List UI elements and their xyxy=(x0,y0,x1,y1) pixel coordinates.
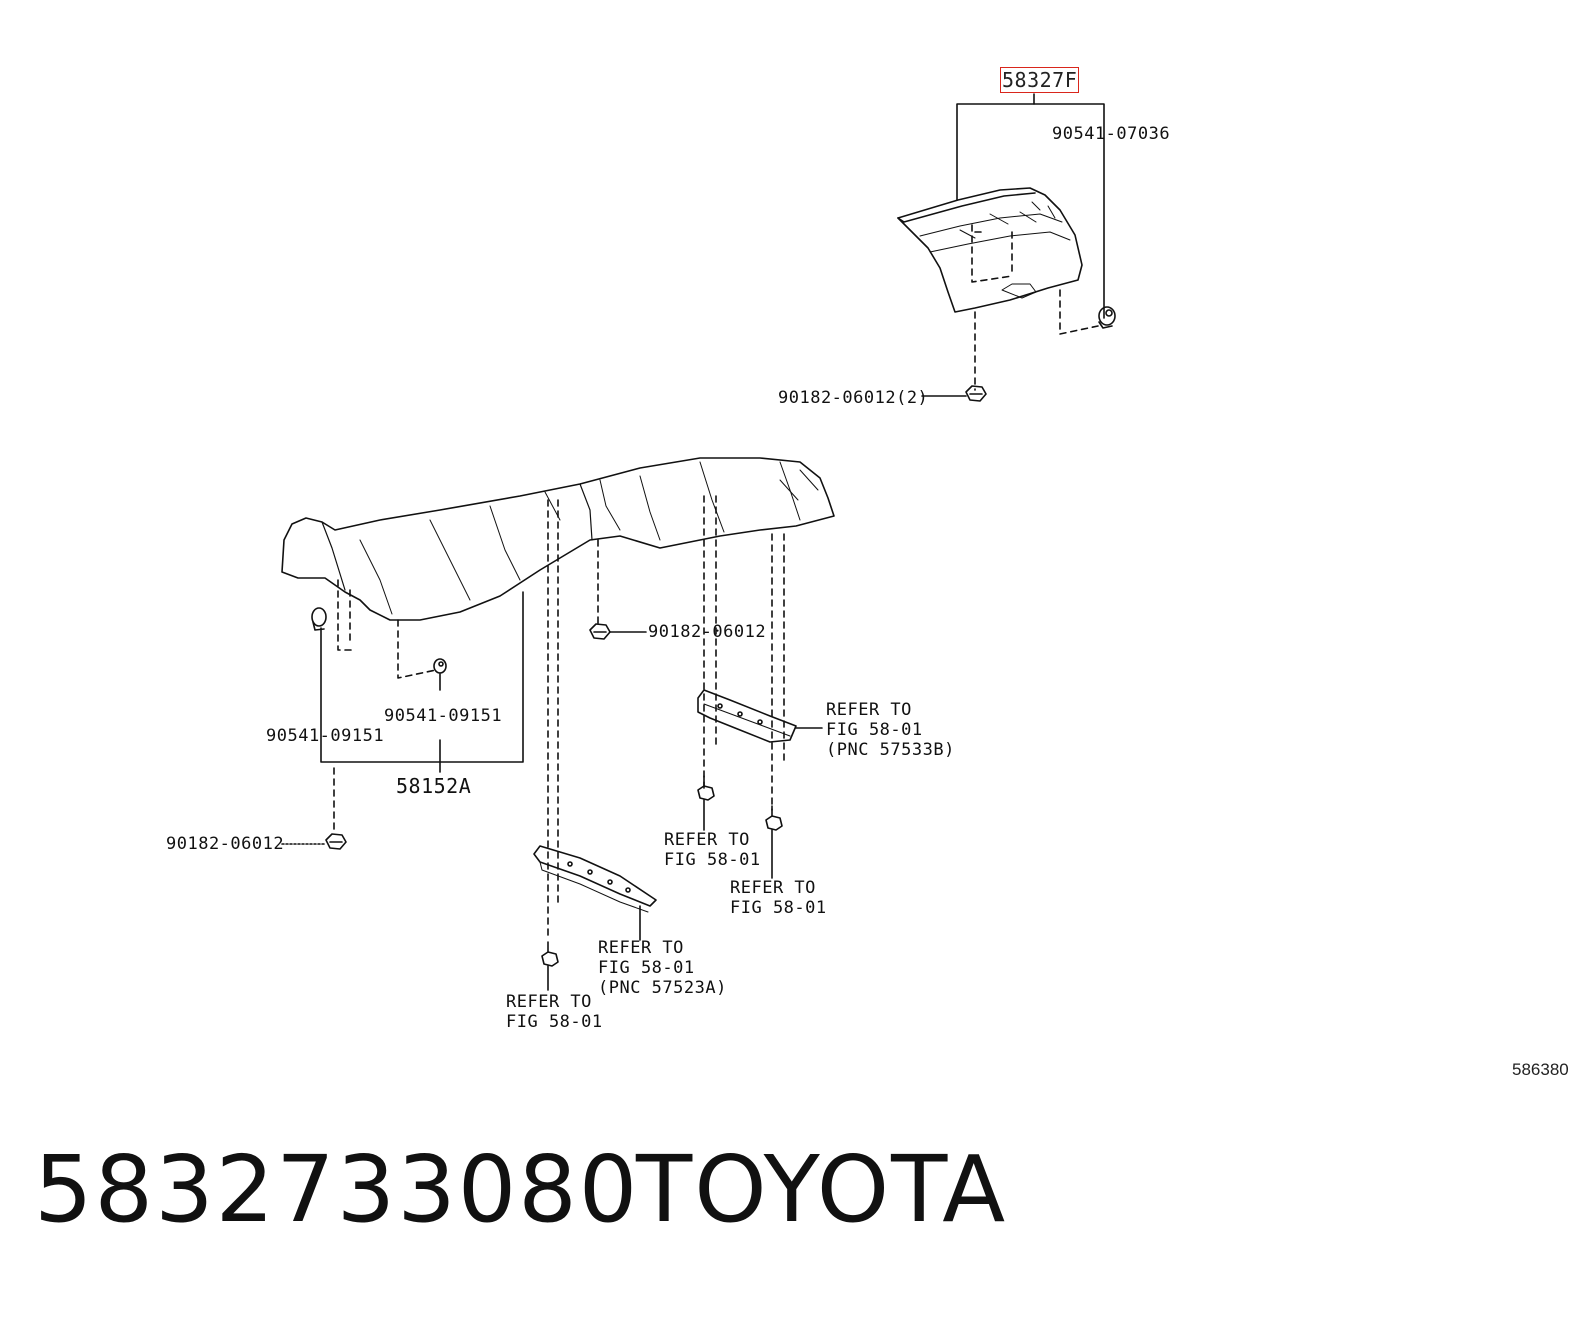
label-58327f[interactable]: 58327F xyxy=(1000,67,1080,93)
footer-brand: TOYOTA xyxy=(636,1136,1008,1243)
crossmember-57533b xyxy=(697,689,797,743)
ref-line: REFER TO xyxy=(826,700,912,720)
ref-line: (PNC 57523A) xyxy=(598,978,727,998)
bolt-c xyxy=(541,941,559,991)
bolt-a xyxy=(697,775,715,831)
nut-90182-06012-mid xyxy=(589,623,611,640)
lower-dashed-guides xyxy=(333,495,785,941)
ref-line: FIG 58-01 xyxy=(598,958,695,978)
nut-90182-06012-low xyxy=(325,833,347,850)
ref-line: FIG 58-01 xyxy=(730,898,827,918)
footer-part-number: 5832733080 xyxy=(34,1136,640,1243)
label-90182-06012-2[interactable]: 90182-06012(2) xyxy=(778,388,929,408)
ref-line: (PNC 57533B) xyxy=(826,740,955,760)
label-90541-09151-left[interactable]: 90541-09151 xyxy=(266,726,385,746)
clip-90541-07036 xyxy=(1098,306,1116,329)
ref-line: REFER TO xyxy=(506,992,592,1012)
dashed-guide-07036 xyxy=(1059,289,1099,335)
ref-line: FIG 58-01 xyxy=(826,720,923,740)
ref-57523a[interactable]: REFER TO FIG 58-01 (PNC 57523A) xyxy=(598,938,727,998)
ref-fig-c[interactable]: REFER TO FIG 58-01 xyxy=(506,992,603,1032)
label-90541-09151-right[interactable]: 90541-09151 xyxy=(384,706,503,726)
ref-fig-a[interactable]: REFER TO FIG 58-01 xyxy=(664,830,761,870)
label-58152a[interactable]: 58152A xyxy=(396,774,472,798)
ref-line: FIG 58-01 xyxy=(506,1012,603,1032)
insulator-hidden-lines xyxy=(971,224,1013,283)
ref-line: REFER TO xyxy=(664,830,750,850)
leader-58152a xyxy=(320,591,524,773)
label-90182-06012-low[interactable]: 90182-06012 xyxy=(166,834,285,854)
label-90541-07036[interactable]: 90541-07036 xyxy=(1052,124,1171,144)
clip-90541-09151-right xyxy=(433,658,447,674)
heat-insulator-58327f xyxy=(897,187,1083,313)
diagram-id: 586380 xyxy=(1512,1060,1569,1079)
ref-line: REFER TO xyxy=(598,938,684,958)
crossmember-57523a xyxy=(533,845,657,913)
bolt-b xyxy=(765,805,783,879)
label-90182-06012-mid[interactable]: 90182-06012 xyxy=(648,622,767,642)
heat-insulator-58152a xyxy=(281,457,835,621)
ref-line: FIG 58-01 xyxy=(664,850,761,870)
nut-90182-06012-2 xyxy=(965,385,987,402)
clip-90541-09151-left xyxy=(311,607,327,631)
ref-57533b[interactable]: REFER TO FIG 58-01 (PNC 57533B) xyxy=(826,700,955,760)
ref-line: REFER TO xyxy=(730,878,816,898)
label-58327f-text: 58327F xyxy=(1000,67,1080,93)
leader-58327f xyxy=(956,93,1105,319)
ref-fig-b[interactable]: REFER TO FIG 58-01 xyxy=(730,878,827,918)
